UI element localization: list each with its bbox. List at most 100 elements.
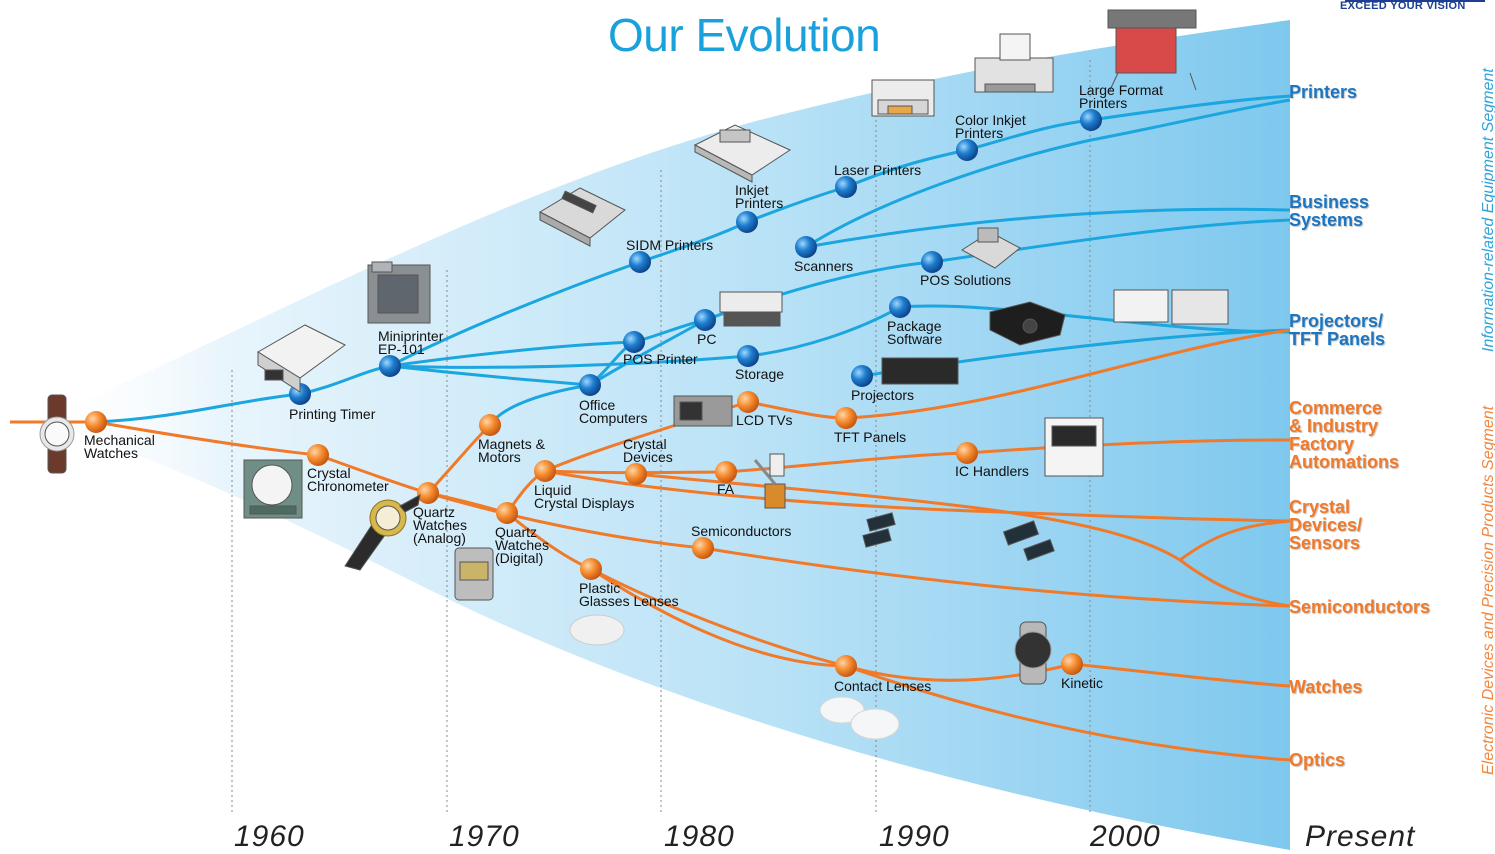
logo-bar (1345, 0, 1485, 2)
segment-line: Sensors (1289, 533, 1361, 553)
mechanical-watch-image (39, 394, 75, 474)
label-line: Storage (735, 366, 785, 382)
label-line: Large Format (1079, 82, 1164, 98)
label-line: Motors (478, 449, 521, 465)
side-label-information: Information-related Equipment Segment (1480, 68, 1495, 352)
label-projectors: Projectors (851, 387, 915, 403)
label-laser: Laser Printers (834, 162, 922, 178)
projectors-node-image (881, 357, 959, 385)
label-line: Watches (413, 517, 467, 533)
label-line: Projectors (851, 387, 915, 403)
label-tft-panels: TFT Panels (834, 429, 907, 445)
segment-line: Devices/ (1289, 515, 1363, 535)
node-pos-solutions (921, 251, 943, 273)
node-sidm (629, 251, 651, 273)
label-ic-handlers: IC Handlers (955, 463, 1029, 479)
segment-line: Automations (1289, 452, 1399, 472)
label-line: Printers (1079, 95, 1128, 111)
label-lcd-tvs: LCD TVs (736, 413, 793, 427)
segment-line: Semiconductors (1289, 597, 1431, 617)
color-inkjet-printer-image (974, 33, 1054, 93)
quartz-digital-image (454, 547, 494, 601)
segment-printers: Printers (1289, 83, 1357, 101)
fan-background (30, 20, 1290, 850)
node-projectors (851, 365, 873, 387)
node-office-computers (579, 374, 601, 396)
label-contact-lenses: Contact Lenses (834, 679, 931, 693)
crystal-chips-image (862, 512, 1055, 562)
laser-printer-image (871, 79, 935, 117)
label-line: Magnets & (478, 436, 545, 452)
segment-line: Optics (1289, 750, 1346, 770)
kinetic-watch-image (1014, 621, 1052, 685)
label-line: FA (717, 481, 735, 497)
decade-1960: 1960 (234, 820, 305, 853)
segment-semiconductors: Semiconductors (1289, 598, 1430, 616)
label-line: Color Inkjet (955, 112, 1026, 128)
node-crystal-chronometer (307, 444, 329, 466)
node-plastic-glasses (580, 558, 602, 580)
label-line: SIDM Printers (626, 237, 714, 253)
node-laser (835, 176, 857, 198)
label-line: Laser Printers (834, 162, 922, 178)
label-line: Crystal (623, 436, 667, 452)
logo-tagline: EXCEED YOUR VISION (1340, 0, 1466, 12)
decade-1990: 1990 (879, 820, 950, 853)
node-large-format (1080, 109, 1102, 131)
segment-line: & Industry (1289, 416, 1379, 436)
label-line: Quartz (495, 524, 538, 540)
miniprinter-image (367, 261, 431, 324)
label-scanners: Scanners (794, 259, 853, 273)
blue-nodes (289, 109, 1102, 405)
sidm-printer-image (538, 187, 626, 247)
crystal-chronometer-image (243, 459, 303, 519)
label-semiconductors-node: Semiconductors (691, 524, 791, 538)
label-pc: PC (697, 332, 716, 346)
projector-image (989, 301, 1066, 346)
label-line: POS Printer (623, 351, 698, 367)
decade-present: Present (1305, 820, 1416, 853)
segment-line: Factory (1289, 434, 1355, 454)
decade-1980: 1980 (664, 820, 735, 853)
node-pc (694, 309, 716, 331)
inkjet-printer-image (693, 124, 792, 183)
side-label-electronic: Electronic Devices and Precision Product… (1480, 405, 1495, 775)
segment-projectors-tft: Projectors/TFT Panels (1289, 312, 1385, 348)
label-line: Plastic (579, 580, 621, 596)
label-storage: Storage (735, 366, 785, 382)
label-line: Liquid (534, 482, 572, 498)
product-illustrations (39, 9, 1229, 740)
label-line: (Analog) (413, 530, 466, 546)
quartz-analog-image (344, 494, 421, 571)
label-line: Package (887, 318, 942, 334)
label-line: IC Handlers (955, 463, 1029, 479)
pos-solution-image (961, 227, 1021, 269)
node-fa (715, 461, 737, 483)
node-crystal-devices (625, 463, 647, 485)
printing-timer-image (257, 324, 346, 393)
segment-watches: Watches (1289, 678, 1362, 696)
page-title: Our Evolution (608, 9, 881, 61)
label-line: TFT Panels (834, 429, 907, 445)
segment-line: Systems (1289, 210, 1364, 230)
label-line: Watches (84, 445, 138, 461)
node-kinetic (1061, 653, 1083, 675)
label-line: Office (579, 397, 616, 413)
label-line: Inkjet (735, 182, 769, 198)
label-line: Miniprinter (378, 328, 444, 344)
segment-line: Crystal (1289, 497, 1351, 517)
label-line: Printing Timer (289, 406, 376, 422)
node-magnets-motors (479, 414, 501, 436)
label-line: Watches (495, 537, 549, 553)
